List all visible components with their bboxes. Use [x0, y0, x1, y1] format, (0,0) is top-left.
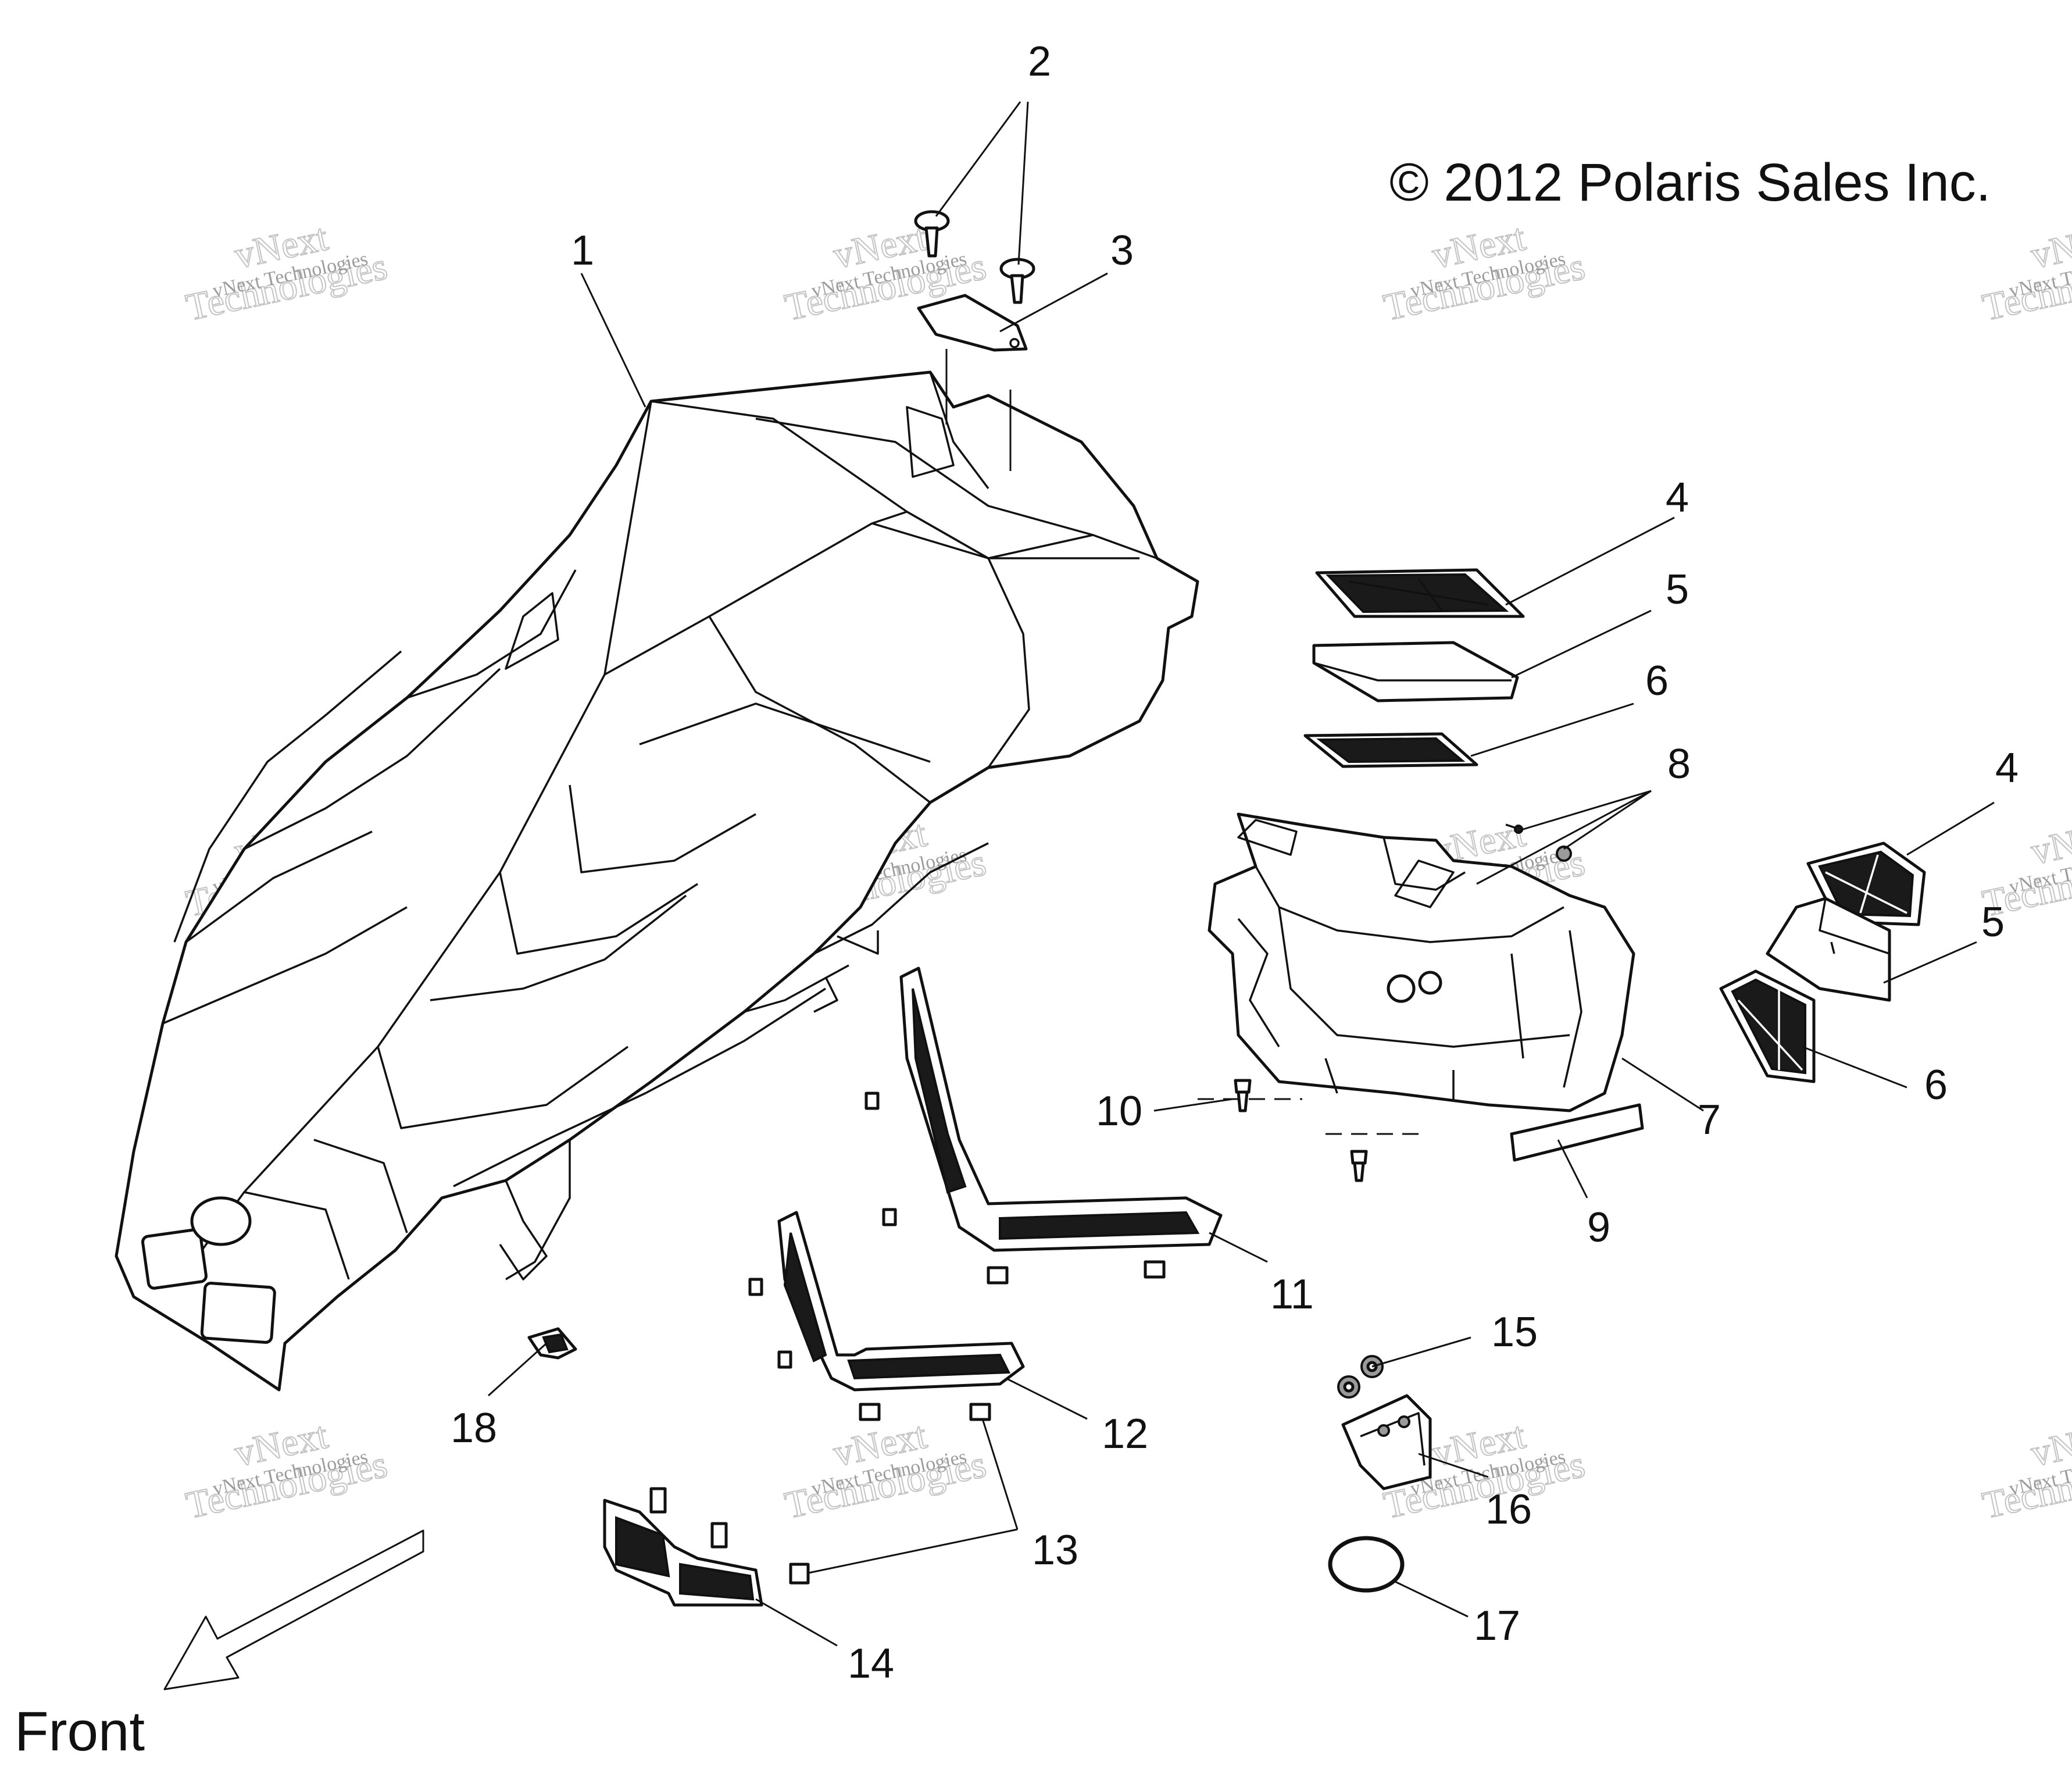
callout-6-right: 6 — [1924, 1062, 1948, 1108]
mount-bracket — [1341, 1394, 1432, 1490]
watermark: Technologies vNext vNext Technologies — [781, 215, 990, 329]
callout-6: 6 — [1645, 658, 1669, 704]
retainer-clip — [789, 1563, 810, 1585]
callout-9: 9 — [1587, 1204, 1610, 1251]
callout-18: 18 — [451, 1405, 497, 1451]
nut-a — [1337, 1375, 1360, 1399]
air-box — [1208, 812, 1635, 1112]
callout-10: 10 — [1096, 1088, 1142, 1135]
callout-labels: 1 2 3 4 5 6 8 4 5 6 7 10 9 11 15 12 18 1… — [451, 38, 2019, 1687]
nut-small — [1556, 846, 1572, 862]
front-grille — [603, 1487, 763, 1607]
hood-panel — [115, 370, 1199, 1392]
push-rivet-a — [1234, 1079, 1252, 1112]
callout-5: 5 — [1666, 566, 1689, 613]
seal-strip — [1510, 1103, 1644, 1162]
filter-element-upper — [1312, 641, 1519, 702]
callout-11: 11 — [1270, 1271, 1314, 1318]
watermark: Technologies vNext vNext Technologies — [781, 1413, 990, 1527]
filter-screen-upper — [1303, 732, 1478, 768]
grommet — [527, 1327, 577, 1360]
watermark: Technologies vNext vNext Technologies — [1380, 215, 1589, 329]
callout-8: 8 — [1667, 741, 1691, 787]
filter-screen-right — [1719, 969, 1816, 1083]
callout-3: 3 — [1110, 227, 1134, 274]
leader-lines — [487, 101, 1995, 1647]
callout-12: 12 — [1102, 1411, 1148, 1457]
watermark: Technologies vNext vNext Technologies — [182, 215, 391, 329]
push-rivet-b — [1350, 1150, 1368, 1182]
callout-7: 7 — [1698, 1097, 1721, 1143]
watermark: Technologies vNext vNext Technologies — [182, 1413, 391, 1527]
callout-13: 13 — [1032, 1527, 1078, 1574]
watermark: Technologies vNext vNext Technologies — [1978, 215, 2072, 329]
side-grille-upper — [864, 966, 1223, 1285]
callout-14: 14 — [848, 1640, 894, 1687]
callout-4: 4 — [1666, 475, 1689, 521]
side-grille-lower — [748, 1211, 1025, 1421]
copyright-notice: © 2012 Polaris Sales Inc. — [1389, 153, 1991, 212]
callout-17: 17 — [1474, 1603, 1520, 1649]
callout-5-right: 5 — [1981, 899, 2005, 946]
callout-16: 16 — [1485, 1486, 1532, 1533]
cover-plate — [917, 294, 1028, 471]
filter-cover-upper — [1315, 568, 1525, 618]
screw-small-a — [1505, 823, 1524, 834]
front-label: Front — [15, 1700, 145, 1763]
callout-2: 2 — [1028, 38, 1051, 85]
screw-right — [999, 258, 1035, 304]
callout-15: 15 — [1491, 1309, 1538, 1356]
filter-element-right — [1766, 897, 1891, 1002]
front-direction-arrow — [163, 1529, 424, 1690]
hose-clamp — [1328, 1536, 1405, 1593]
screw-left — [914, 210, 950, 258]
watermark: Technologies vNext vNext Technologies — [1978, 1413, 2072, 1527]
callout-1: 1 — [571, 227, 594, 274]
callout-4-right: 4 — [1995, 745, 2019, 791]
